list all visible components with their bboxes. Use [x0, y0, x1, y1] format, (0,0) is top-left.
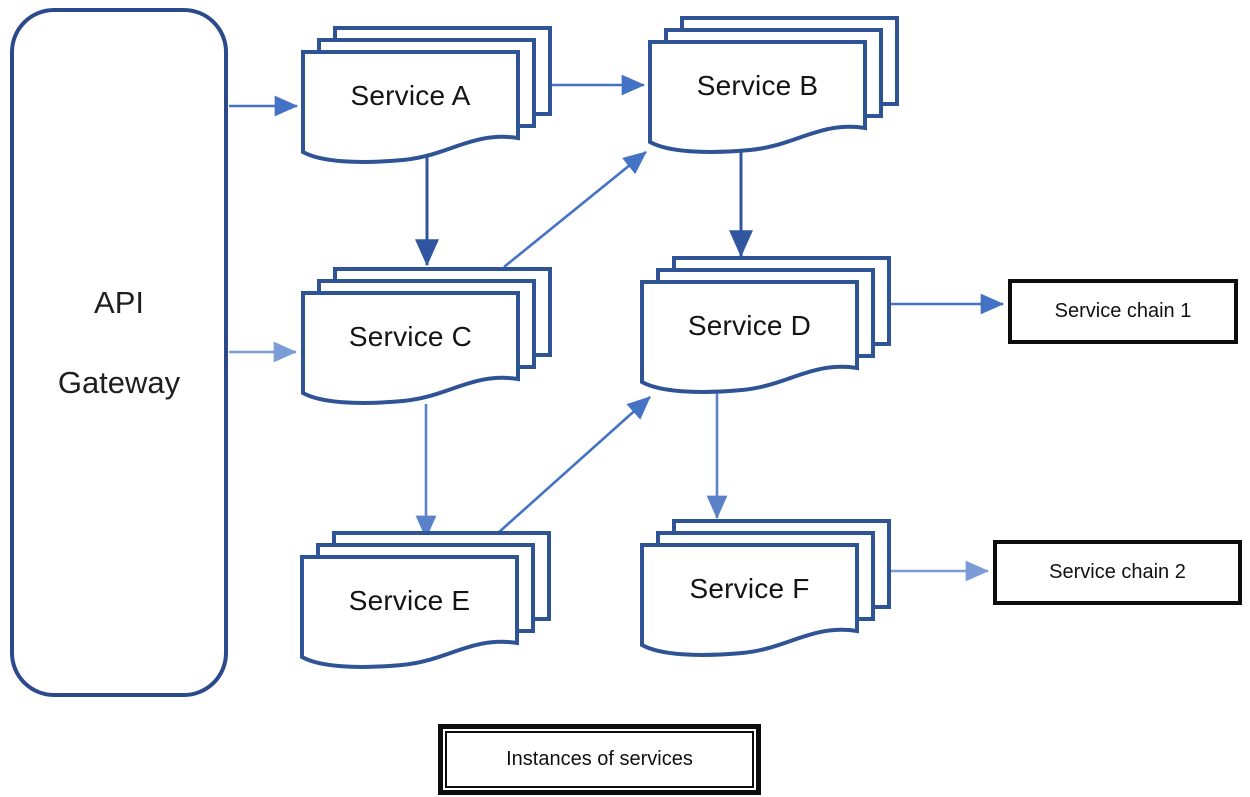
- service-b-label: Service B: [696, 70, 819, 101]
- gateway-label-line1: API: [94, 285, 144, 320]
- caption-box: Instances of services: [438, 724, 761, 795]
- arrow-service-e-to-service-d: [497, 396, 651, 534]
- api-gateway-node: API Gateway: [10, 8, 228, 697]
- caption-label: Instances of services: [445, 731, 754, 788]
- service-f-label: Service F: [689, 573, 810, 604]
- service-chain-2-box: Service chain 2: [993, 540, 1242, 605]
- service-c-label: Service C: [348, 321, 473, 352]
- gateway-label-line2: Gateway: [57, 365, 181, 400]
- service-e-label: Service E: [348, 585, 471, 616]
- arrow-service-c-to-service-b: [503, 150, 647, 269]
- service-a-label: Service A: [350, 80, 471, 111]
- service-d-label: Service D: [687, 310, 812, 341]
- service-chain-1-box: Service chain 1: [1008, 279, 1238, 344]
